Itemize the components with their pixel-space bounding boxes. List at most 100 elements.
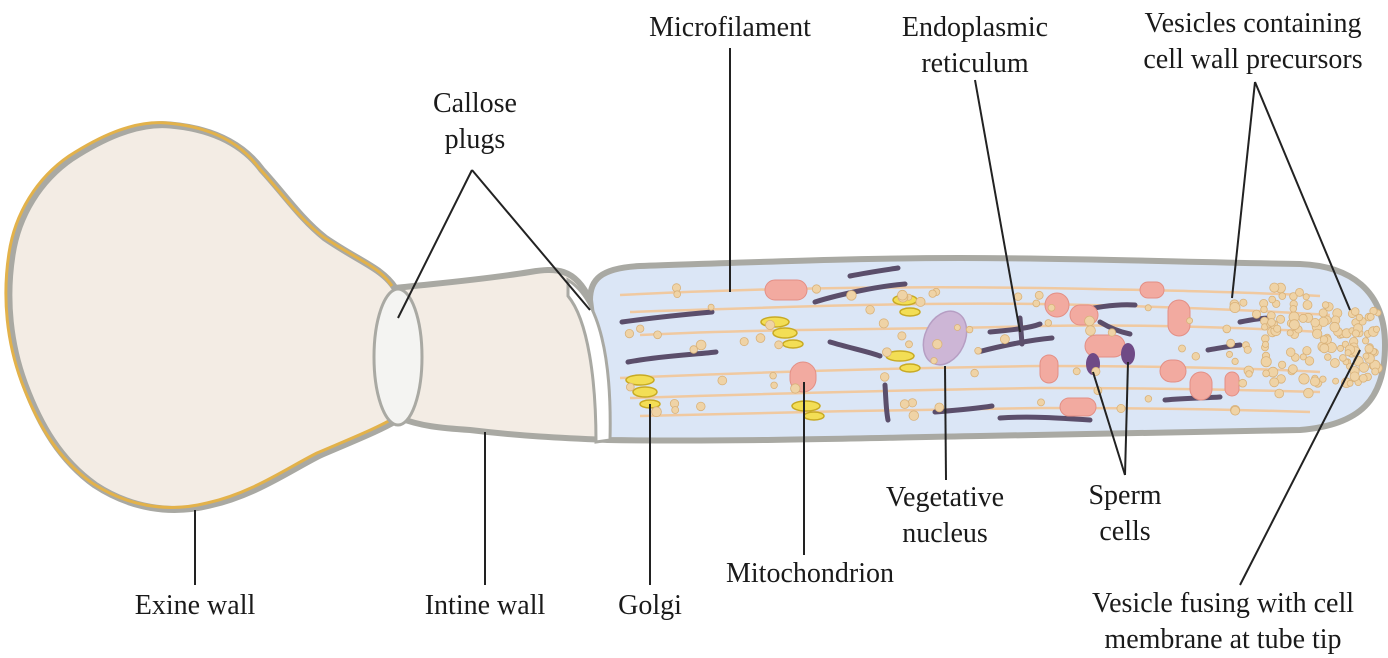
vesicle	[1372, 368, 1379, 375]
vesicle	[966, 326, 973, 333]
label-fusing-line2: membrane at tube tip	[1058, 622, 1388, 658]
vesicle	[1325, 354, 1332, 361]
vesicle	[916, 297, 925, 306]
vesicle	[1269, 296, 1276, 303]
vesicle	[674, 291, 681, 298]
vesicle	[775, 341, 783, 349]
vesicle	[883, 348, 892, 357]
vesicle	[1048, 304, 1055, 311]
vesicle	[1313, 329, 1322, 338]
vesicle	[1145, 305, 1151, 311]
label-vesicles-precursors: Vesicles containing cell wall precursors	[1118, 6, 1388, 78]
label-callose-line1: Callose	[400, 86, 550, 122]
vesicle	[1226, 351, 1232, 357]
vesicle	[1045, 320, 1052, 327]
vesicle	[1311, 318, 1320, 327]
vesicle	[1363, 353, 1369, 359]
vesicle	[1117, 404, 1125, 412]
vesicle	[1340, 355, 1347, 362]
vesicle	[1305, 357, 1314, 366]
vesicle	[625, 329, 633, 337]
vesicle	[1320, 376, 1326, 382]
label-vegetative-nucleus: Vegetative nucleus	[860, 480, 1030, 552]
vesicle	[1359, 374, 1367, 382]
vesicle	[1359, 363, 1369, 373]
vesicle	[1352, 330, 1359, 337]
label-intine-wall: Intine wall	[400, 588, 570, 624]
vesicle	[900, 400, 909, 409]
vesicle	[1270, 378, 1279, 387]
vesicle	[898, 332, 906, 340]
vesicle	[1296, 288, 1304, 296]
vesicle	[1277, 315, 1285, 323]
vesicle	[1230, 302, 1240, 312]
vesicle	[690, 346, 698, 354]
label-vesicle-fusing: Vesicle fusing with cell membrane at tub…	[1058, 586, 1388, 658]
vesicle	[697, 402, 706, 411]
label-endoplasmic-reticulum: Endoplasmic reticulum	[875, 10, 1075, 82]
label-sperm-cells: Sperm cells	[1060, 478, 1190, 550]
vesicle	[1319, 317, 1328, 326]
label-sperm-line2: cells	[1060, 514, 1190, 550]
vesicle	[1073, 368, 1080, 375]
vesicle	[740, 338, 748, 346]
vesicle	[1085, 316, 1095, 326]
label-fusing-line1: Vesicle fusing with cell	[1058, 586, 1388, 622]
vesicle	[1290, 306, 1297, 313]
label-vegetative-line2: nucleus	[860, 516, 1030, 552]
callose-plug-1	[374, 289, 422, 425]
vesicle	[880, 373, 889, 382]
label-exine-wall: Exine wall	[100, 588, 290, 624]
vesicle	[1192, 353, 1200, 361]
pollen-grain	[9, 125, 400, 510]
vesicle	[1286, 348, 1295, 357]
vesicle	[1232, 358, 1238, 364]
vesicle	[1303, 301, 1312, 310]
vesicle	[898, 290, 908, 300]
vesicle	[1367, 313, 1374, 320]
label-sperm-line1: Sperm	[1060, 478, 1190, 514]
vesicle	[1246, 371, 1253, 378]
vesicle	[1289, 320, 1299, 330]
label-er-line2: reticulum	[875, 46, 1075, 82]
label-microfilament: Microfilament	[630, 10, 830, 46]
vesicle	[1347, 380, 1353, 386]
vesicle	[1145, 396, 1152, 403]
vesicle	[1350, 372, 1359, 381]
vesicle	[935, 403, 944, 412]
vesicle	[1239, 379, 1247, 387]
vesicle	[1261, 357, 1271, 367]
vesicle	[1231, 406, 1240, 415]
label-callose-line2: plugs	[400, 122, 550, 158]
vesicle	[847, 291, 857, 301]
vesicle	[1320, 336, 1328, 344]
vesicle	[929, 290, 936, 297]
label-vegetative-line1: Vegetative	[860, 480, 1030, 516]
vesicle	[866, 306, 875, 315]
vesicle	[771, 382, 778, 389]
label-callose-plugs: Callose plugs	[400, 86, 550, 158]
vesicle	[812, 285, 820, 293]
vesicle	[1263, 370, 1270, 377]
vesicle	[770, 372, 777, 379]
vesicle	[1303, 294, 1309, 300]
sperm-cell-2	[1121, 343, 1135, 365]
vesicle	[1362, 338, 1368, 344]
vesicle	[1223, 325, 1231, 333]
vesicle	[1252, 310, 1260, 318]
vesicle	[652, 407, 662, 417]
vesicle	[908, 399, 916, 407]
vesicle	[708, 304, 714, 310]
label-golgi: Golgi	[590, 588, 710, 624]
vesicle	[756, 334, 765, 343]
vesicle	[954, 325, 960, 331]
label-vesicles-line2: cell wall precursors	[1118, 42, 1388, 78]
vesicle	[933, 340, 942, 349]
vesicle	[1289, 365, 1298, 374]
vesicle	[766, 320, 775, 329]
label-er-line1: Endoplasmic	[875, 10, 1075, 46]
vesicle	[1304, 388, 1314, 398]
vesicle	[1035, 291, 1043, 299]
vesicle	[718, 376, 727, 385]
